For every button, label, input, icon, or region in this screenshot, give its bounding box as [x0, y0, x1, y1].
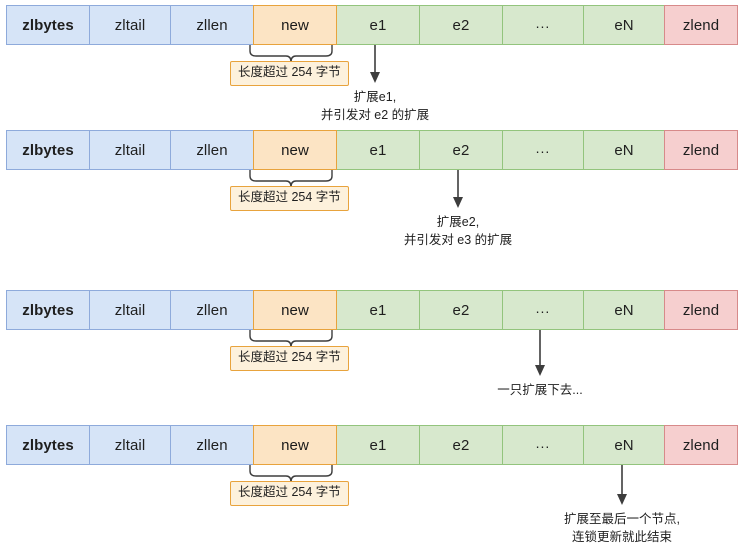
cell-zltail: zltail	[89, 5, 171, 45]
cascade-arrow-3: 一只扩展下去...	[497, 330, 583, 397]
cell-zllen: zllen	[170, 130, 254, 170]
ziplist-row: zlbytes zltail zllen new e1 e2 ... eN zl…	[6, 425, 745, 465]
cell-eN: eN	[583, 130, 665, 170]
ziplist-row: zlbytes zltail zllen new e1 e2 ... eN zl…	[6, 290, 745, 330]
down-arrow-icon	[453, 170, 463, 208]
cell-new: new	[253, 5, 337, 45]
length-badge: 长度超过 254 字节	[230, 481, 349, 506]
cell-eN: eN	[583, 290, 665, 330]
cell-e1: e1	[336, 425, 420, 465]
cascade-caption-4: 扩展至最后一个节点, 连锁更新就此结束	[564, 512, 680, 545]
cell-zlbytes: zlbytes	[6, 130, 90, 170]
cell-zllen: zllen	[170, 5, 254, 45]
cell-zlbytes: zlbytes	[6, 290, 90, 330]
cell-e2: e2	[419, 130, 503, 170]
cell-new: new	[253, 425, 337, 465]
cell-ellipsis: ...	[502, 5, 584, 45]
cascade-arrow-4: 扩展至最后一个节点, 连锁更新就此结束	[564, 465, 680, 544]
cell-zllen: zllen	[170, 425, 254, 465]
cell-ellipsis: ...	[502, 425, 584, 465]
cell-eN: eN	[583, 425, 665, 465]
down-arrow-icon	[535, 330, 545, 376]
cell-zltail: zltail	[89, 290, 171, 330]
cell-e1: e1	[336, 290, 420, 330]
cell-zlbytes: zlbytes	[6, 425, 90, 465]
cell-e1: e1	[336, 130, 420, 170]
cell-e2: e2	[419, 290, 503, 330]
cell-zlend: zlend	[664, 425, 738, 465]
cell-ellipsis: ...	[502, 130, 584, 170]
cell-new: new	[253, 290, 337, 330]
cell-zltail: zltail	[89, 425, 171, 465]
cascade-caption-1: 扩展e1, 并引发对 e2 的扩展	[320, 90, 430, 123]
cell-zlbytes: zlbytes	[6, 5, 90, 45]
cascade-caption-2: 扩展e2, 并引发对 e3 的扩展	[403, 215, 513, 248]
cell-eN: eN	[583, 5, 665, 45]
cell-zlend: zlend	[664, 290, 738, 330]
cell-e2: e2	[419, 425, 503, 465]
cell-zlend: zlend	[664, 130, 738, 170]
ziplist-row: zlbytes zltail zllen new e1 e2 ... eN zl…	[6, 130, 745, 170]
length-badge: 长度超过 254 字节	[230, 346, 349, 371]
cell-ellipsis: ...	[502, 290, 584, 330]
ziplist-row: zlbytes zltail zllen new e1 e2 ... eN zl…	[6, 5, 745, 45]
cell-e2: e2	[419, 5, 503, 45]
down-arrow-icon	[370, 45, 380, 83]
cell-new: new	[253, 130, 337, 170]
cell-e1: e1	[336, 5, 420, 45]
cascade-arrow-1: 扩展e1, 并引发对 e2 的扩展	[321, 45, 429, 122]
cascade-arrow-2: 扩展e2, 并引发对 e3 的扩展	[404, 170, 512, 247]
length-badge: 长度超过 254 字节	[230, 61, 349, 86]
length-badge: 长度超过 254 字节	[230, 186, 349, 211]
cell-zllen: zllen	[170, 290, 254, 330]
cell-zltail: zltail	[89, 130, 171, 170]
cell-zlend: zlend	[664, 5, 738, 45]
down-arrow-icon	[617, 465, 627, 505]
cascade-caption-3: 一只扩展下去...	[497, 383, 583, 397]
